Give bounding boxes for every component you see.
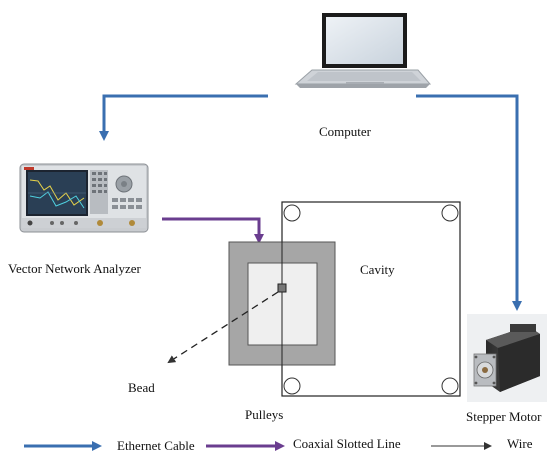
legend-ethernet-label: Ethernet Cable [117,438,195,451]
vector-network-analyzer-icon [19,163,149,233]
ethernet-cable-to-vna [99,94,268,141]
cavity-label: Cavity [360,262,395,277]
stepper-motor-icon [467,314,547,402]
bead-pointer [167,291,279,364]
computer-label: Computer [319,124,371,139]
ethernet-cable-to-motor [416,94,522,311]
pulleys-label: Pulleys [245,407,284,422]
laptop-icon [294,13,432,88]
bead-label: Bead [128,380,155,395]
legend-wire-label: Wire [507,436,533,451]
coaxial-slotted-line [162,217,264,244]
pulley-wheels [283,204,459,395]
legend-coaxial-label: Coaxial Slotted Line [293,436,401,451]
bead [277,283,287,293]
vna-label: Vector Network Analyzer [8,261,141,276]
stepper-motor-label: Stepper Motor [466,409,542,424]
